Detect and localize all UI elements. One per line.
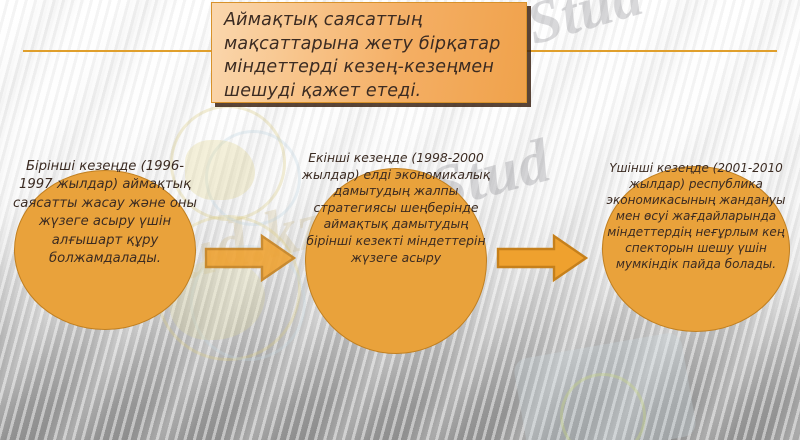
stage-oval-2 xyxy=(305,168,487,354)
title-box: Аймақтық саясаттың мақсаттарына жету бір… xyxy=(211,2,527,103)
stage-oval-1 xyxy=(14,170,196,330)
page-title: Аймақтық саясаттың мақсаттарына жету бір… xyxy=(224,10,501,101)
stage-oval-3 xyxy=(602,166,790,332)
right-arrow-icon xyxy=(496,232,588,284)
right-arrow-icon xyxy=(204,232,296,284)
